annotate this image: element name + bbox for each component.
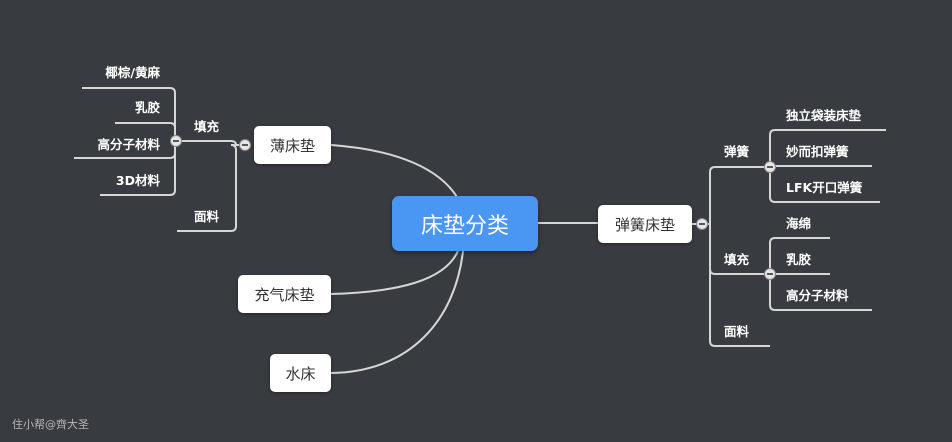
collapse-toggle-icon[interactable]: [170, 135, 182, 147]
collapse-toggle-icon[interactable]: [764, 268, 776, 280]
node-thin-fill-item[interactable]: 乳胶: [134, 100, 160, 115]
node-fill-item[interactable]: 高分子材料: [786, 288, 849, 303]
node-spring-item[interactable]: 独立袋装床垫: [786, 108, 862, 123]
node-water-bed[interactable]: 水床: [270, 354, 331, 392]
node-spring-fill[interactable]: 填充: [724, 252, 750, 267]
node-air-mattress[interactable]: 充气床垫: [238, 275, 331, 313]
collapse-toggle-icon[interactable]: [696, 218, 708, 230]
collapse-toggle-icon[interactable]: [239, 139, 251, 151]
collapse-toggle-icon[interactable]: [764, 161, 776, 173]
root-node[interactable]: 床垫分类: [392, 196, 538, 251]
node-thin-mattress[interactable]: 薄床垫: [254, 126, 331, 164]
node-thin-fill[interactable]: 填充: [194, 119, 220, 134]
node-spring-item[interactable]: LFK开口弹簧: [786, 180, 863, 195]
node-spring-fabric[interactable]: 面料: [724, 324, 750, 339]
node-thin-fill-item[interactable]: 椰棕/黄麻: [105, 65, 160, 80]
node-spring-mattress[interactable]: 弹簧床垫: [598, 205, 692, 243]
node-fill-item[interactable]: 海绵: [786, 216, 812, 231]
node-fill-item[interactable]: 乳胶: [786, 252, 812, 267]
node-thin-fabric[interactable]: 面料: [194, 209, 220, 224]
node-thin-fill-item[interactable]: 高分子材料: [97, 137, 160, 152]
node-spring-item[interactable]: 妙而扣弹簧: [786, 144, 849, 159]
watermark: 住小帮@齊大圣: [12, 418, 89, 431]
node-spring[interactable]: 弹簧: [724, 144, 750, 159]
node-thin-fill-item[interactable]: 3D材料: [115, 173, 160, 188]
